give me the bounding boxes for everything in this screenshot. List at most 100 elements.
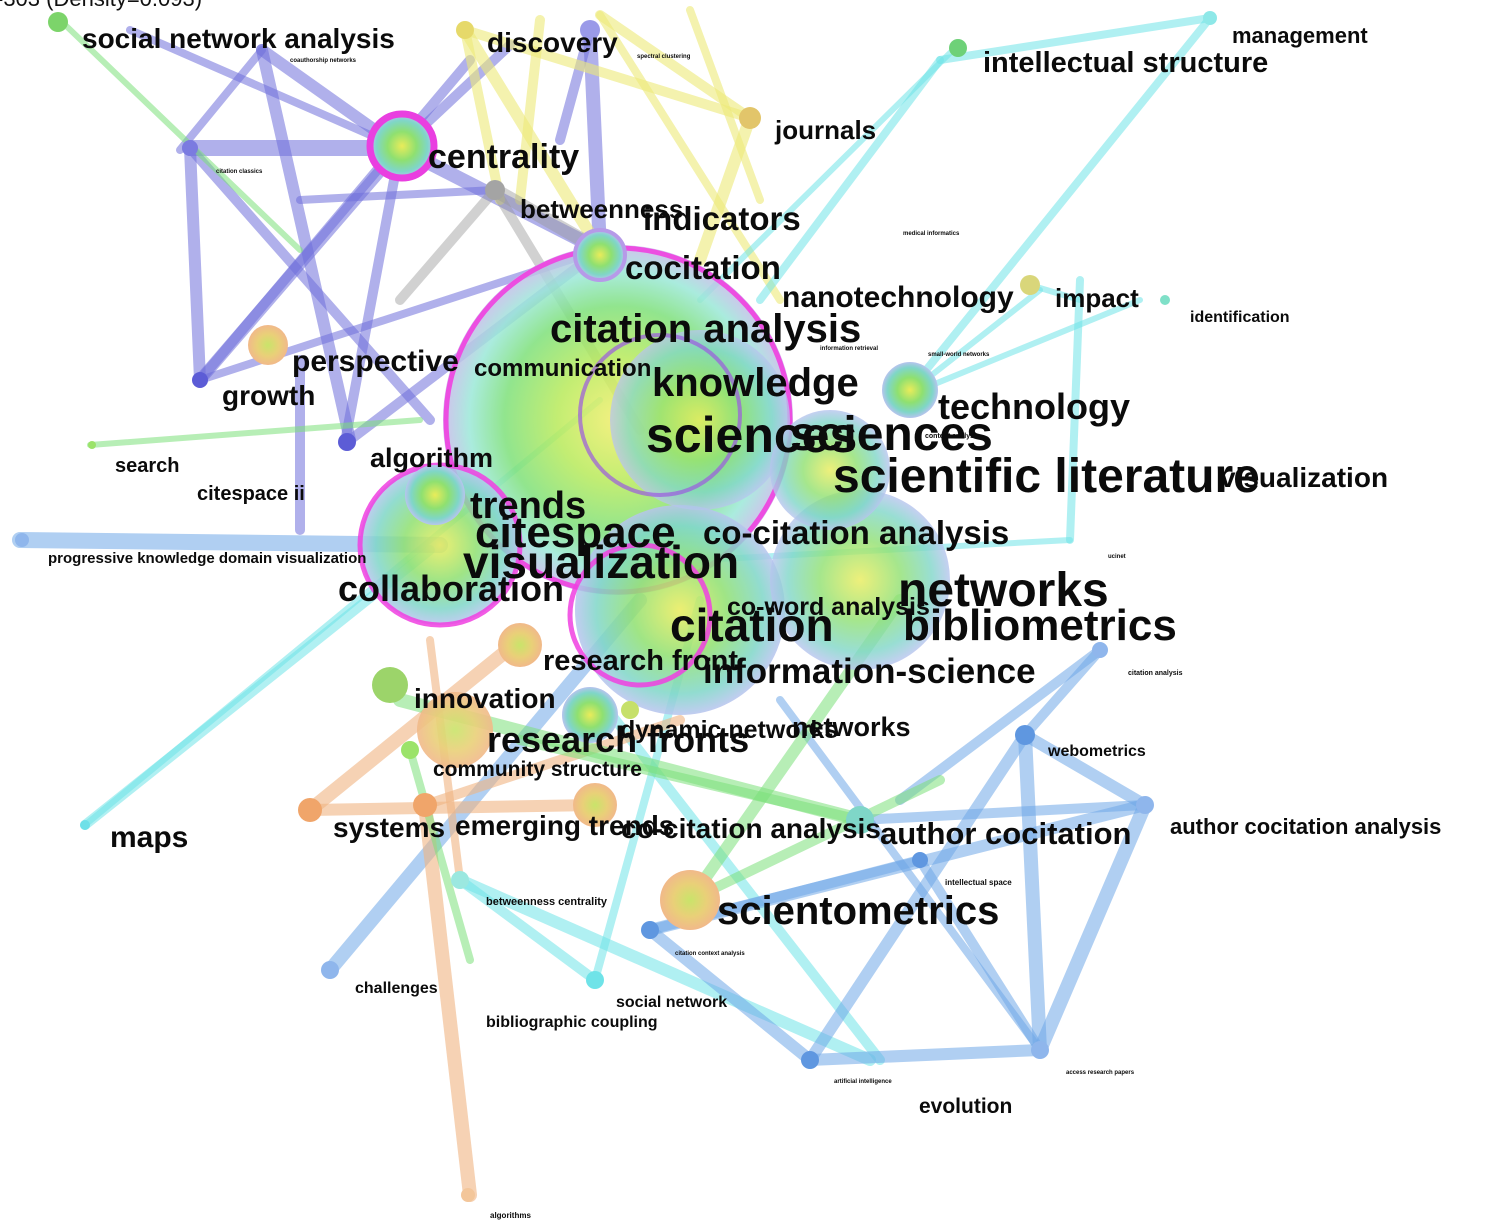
node-identification[interactable] bbox=[1160, 295, 1170, 305]
label-scientometrics[interactable]: scientometrics bbox=[717, 889, 999, 933]
label-dynamic-networks[interactable]: dynamic networks bbox=[620, 716, 838, 744]
label-trends[interactable]: trends bbox=[470, 485, 586, 527]
label-scientific-literature[interactable]: scientific literature bbox=[833, 450, 1260, 503]
node-visualization[interactable] bbox=[360, 465, 520, 625]
node-knowledge[interactable] bbox=[610, 330, 790, 510]
label-author-cocitation[interactable]: author cocitation bbox=[880, 816, 1131, 851]
node-evolution[interactable] bbox=[1031, 1041, 1049, 1059]
node-technology[interactable] bbox=[882, 362, 938, 418]
node-challenges[interactable] bbox=[321, 961, 339, 979]
label-community-structure[interactable]: community structure bbox=[433, 758, 642, 781]
node-systems[interactable] bbox=[298, 798, 322, 822]
label-medical-informatics[interactable]: medical informatics bbox=[903, 231, 960, 237]
node-bibliographic-coupling[interactable] bbox=[451, 871, 469, 889]
node-artificial-intelligence[interactable] bbox=[801, 1051, 819, 1069]
label-perspective[interactable]: perspective bbox=[292, 345, 459, 378]
label-nanotechnology[interactable]: nanotechnology bbox=[782, 281, 1014, 314]
node-innovation[interactable] bbox=[417, 692, 493, 768]
label-co-citation-analysis[interactable]: co-citation analysis bbox=[621, 813, 881, 844]
label-sciences[interactable]: sciences bbox=[646, 407, 857, 463]
label-research-fronts[interactable]: research fronts bbox=[487, 719, 749, 760]
label-challenges[interactable]: challenges bbox=[355, 980, 438, 997]
label-sciences-overlap[interactable]: sciences bbox=[790, 408, 993, 461]
label-citation-analysis-upper[interactable]: co-citation analysis bbox=[703, 514, 1009, 551]
node-discovery[interactable] bbox=[456, 21, 474, 39]
label-content-analysis[interactable]: content analysis bbox=[925, 433, 980, 440]
label-search[interactable]: search bbox=[115, 455, 180, 477]
label-author-cocitation-analysis[interactable]: author cocitation analysis bbox=[1170, 814, 1441, 839]
label-betweenness[interactable]: betweenness bbox=[520, 194, 683, 224]
node-cocitation[interactable] bbox=[575, 230, 625, 280]
node-maps[interactable] bbox=[80, 820, 90, 830]
node-author-cocitation-analysis[interactable] bbox=[1136, 796, 1154, 814]
node-journals[interactable] bbox=[739, 107, 761, 129]
label-research-front[interactable]: research front bbox=[543, 645, 738, 677]
label-bibliographic-coupling[interactable]: bibliographic coupling bbox=[486, 1014, 658, 1031]
label-identification[interactable]: identification bbox=[1190, 309, 1290, 326]
label-journals[interactable]: journals bbox=[774, 115, 876, 145]
label-impact[interactable]: impact bbox=[1055, 283, 1139, 313]
label-cocitation[interactable]: cocitation bbox=[625, 249, 781, 286]
node-citation[interactable] bbox=[575, 505, 785, 715]
label-webometrics[interactable]: webometrics bbox=[1047, 743, 1146, 760]
label-ucinet[interactable]: ucinet bbox=[1108, 554, 1126, 560]
label-networks[interactable]: networks bbox=[898, 564, 1109, 617]
label-progressive-knowledge-domain-visualization[interactable]: progressive knowledge domain visualizati… bbox=[48, 550, 366, 567]
label-centrality[interactable]: centrality bbox=[428, 138, 579, 176]
node-co-citation-analysis[interactable] bbox=[846, 806, 874, 834]
node-algorithm[interactable] bbox=[338, 433, 356, 451]
label-indicators[interactable]: indicators bbox=[643, 200, 801, 237]
label-technology[interactable]: technology bbox=[938, 386, 1130, 427]
label-bibliometrics[interactable]: bibliometrics bbox=[903, 601, 1177, 650]
node-green-small-1[interactable] bbox=[401, 741, 419, 759]
label-betweenness-centrality[interactable]: betweenness centrality bbox=[486, 896, 608, 908]
node-search[interactable] bbox=[88, 441, 96, 449]
label-communication[interactable]: communication bbox=[474, 355, 651, 382]
label-coauthorship-networks[interactable]: coauthorship networks bbox=[290, 58, 357, 64]
label-citation-classics[interactable]: citation classics bbox=[216, 169, 263, 175]
label-discovery[interactable]: discovery bbox=[487, 27, 618, 58]
node-research-fronts[interactable] bbox=[562, 687, 618, 743]
node-green-small-2[interactable] bbox=[621, 701, 639, 719]
node-citation-context[interactable] bbox=[641, 921, 659, 939]
node-citation-analysis-small[interactable] bbox=[1092, 642, 1108, 658]
label-citation-analysis[interactable]: citation analysis bbox=[550, 307, 861, 351]
label-visualization[interactable]: visualization bbox=[463, 536, 739, 588]
label-knowledge[interactable]: knowledge bbox=[652, 361, 859, 405]
node-intellectual-space[interactable] bbox=[912, 852, 928, 868]
node-blue-1[interactable] bbox=[182, 140, 198, 156]
label-access-research-papers[interactable]: access research papers bbox=[1066, 1070, 1135, 1076]
label-citespace-ii[interactable]: citespace ii bbox=[197, 483, 305, 505]
label-citation-analysis-tiny[interactable]: citation analysis bbox=[1128, 670, 1183, 677]
node-networks[interactable] bbox=[770, 490, 950, 670]
label-artificial-intelligence[interactable]: artificial intelligence bbox=[834, 1079, 892, 1085]
label-spectral-clustering[interactable]: spectral clustering bbox=[637, 54, 691, 60]
label-growth[interactable]: growth bbox=[222, 380, 315, 411]
node-systems-2[interactable] bbox=[413, 793, 437, 817]
label-visualization-right[interactable]: visualization bbox=[1220, 462, 1388, 493]
node-green-small-3[interactable] bbox=[580, 20, 600, 40]
label-intellectual-space[interactable]: intellectual space bbox=[945, 878, 1012, 887]
node-research-front[interactable] bbox=[498, 623, 542, 667]
label-information-retrieval[interactable]: information retrieval bbox=[820, 346, 878, 352]
node-impact[interactable] bbox=[1020, 275, 1040, 295]
label-management[interactable]: management bbox=[1232, 23, 1368, 48]
label-evolution[interactable]: evolution bbox=[919, 1095, 1012, 1118]
node-scientific-literature[interactable] bbox=[770, 410, 890, 530]
label-maps[interactable]: maps bbox=[110, 821, 188, 854]
label-social-network[interactable]: social network bbox=[616, 994, 727, 1011]
node-trends[interactable] bbox=[405, 465, 465, 525]
label-intellectual-structure[interactable]: intellectual structure bbox=[983, 47, 1268, 79]
label-citespace[interactable]: citespace bbox=[475, 508, 676, 557]
node-perspective[interactable] bbox=[248, 325, 288, 365]
node-progressive[interactable] bbox=[15, 533, 29, 547]
label-algorithms[interactable]: algorithms bbox=[490, 1211, 531, 1220]
node-social-network-analysis[interactable] bbox=[48, 12, 68, 32]
node-betweenness[interactable] bbox=[485, 180, 505, 200]
node-webometrics[interactable] bbox=[1015, 725, 1035, 745]
label-co-word-analysis[interactable]: co-word analysis bbox=[727, 593, 930, 621]
label-small-world-networks[interactable]: small-world networks bbox=[928, 352, 990, 358]
node-algorithms[interactable] bbox=[461, 1188, 475, 1202]
node-emerging-trends[interactable] bbox=[573, 783, 617, 827]
node-intellectual-structure[interactable] bbox=[949, 39, 967, 57]
